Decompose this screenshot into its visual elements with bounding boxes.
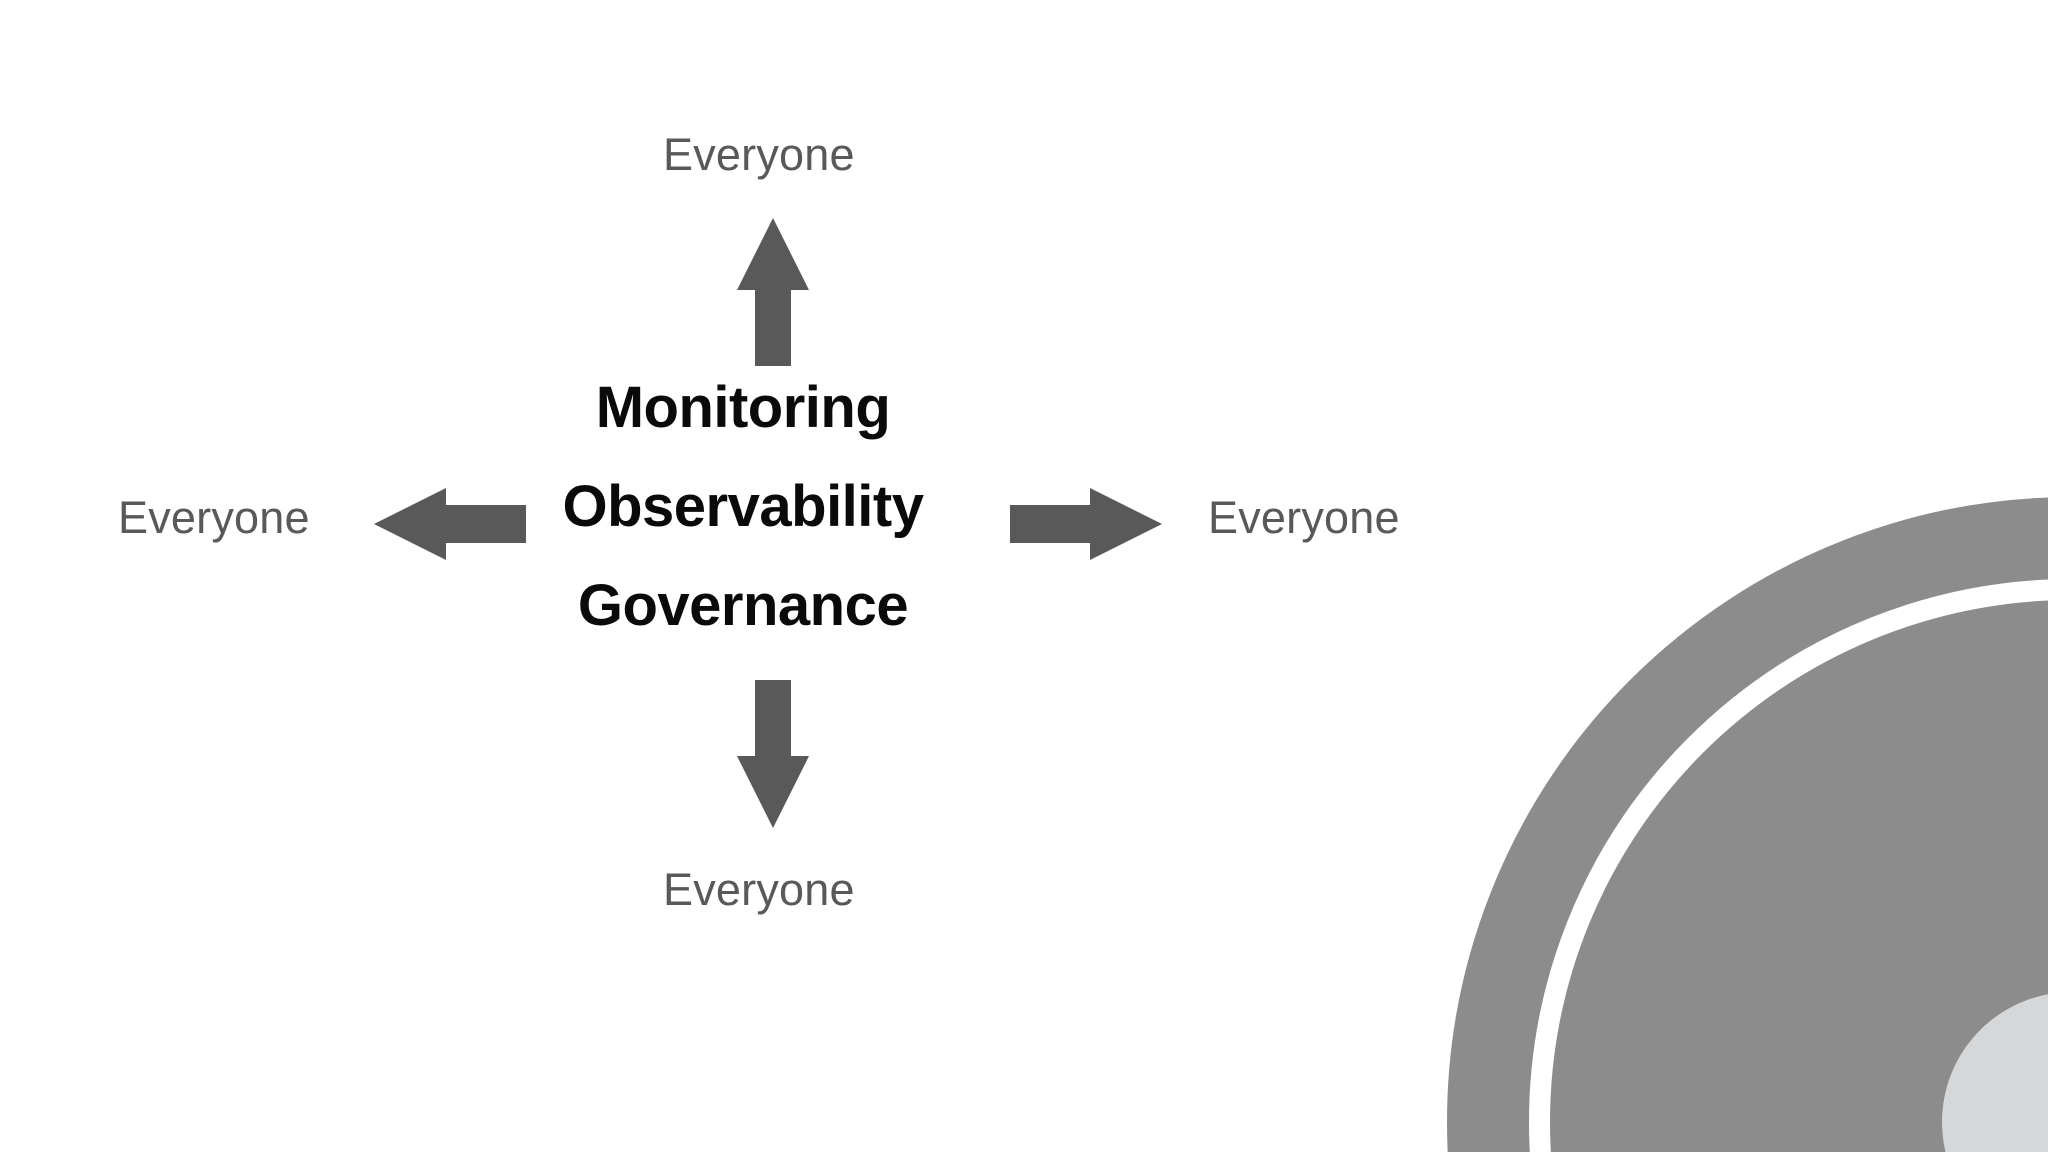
headline-line-2: Observability [562,474,924,539]
ooda-inner-disc [1550,600,2048,1152]
label-everyone-top: Everyone [663,129,855,180]
headline-line-1: Monitoring [595,375,891,440]
label-everyone-right: Everyone [1208,492,1400,543]
arrow-right-icon [1008,484,1164,564]
arrow-down-icon [735,678,811,830]
label-everyone-bottom: Everyone [663,864,855,915]
ooda-outer-ring [1447,497,2048,1152]
arrow-left-icon [372,484,528,564]
headline-line-3: Governance [577,573,909,638]
ooda-ring-diagram: Orient Observe [1447,497,2048,1152]
arrow-up-icon [735,216,811,368]
ooda-core-disc [1942,994,2048,1152]
label-everyone-left: Everyone [118,492,310,543]
center-headline: Monitoring Observability Governance [413,358,1073,655]
